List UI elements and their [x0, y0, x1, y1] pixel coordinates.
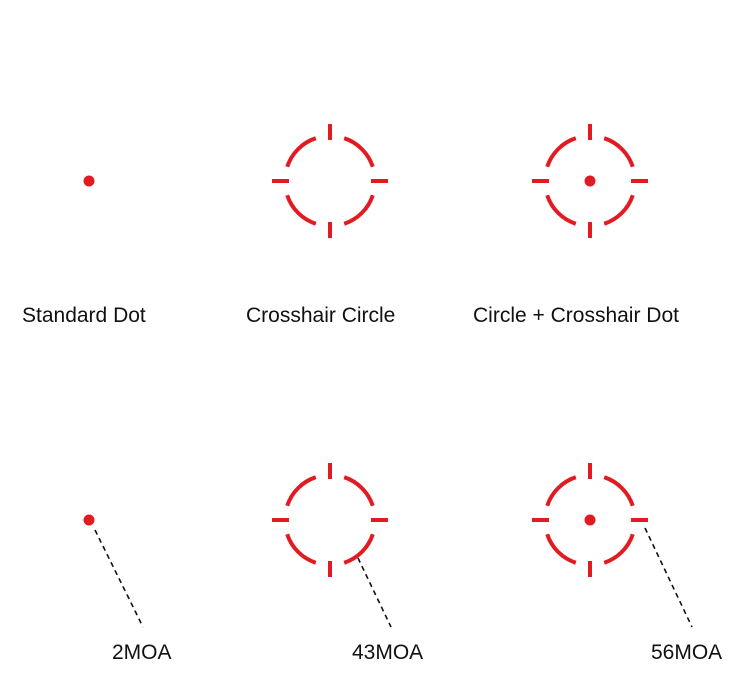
circle-arc-top-left: [285, 475, 317, 507]
crosshair-circle-icon: [272, 124, 388, 238]
circle-arc-top-right: [603, 136, 635, 168]
reticle-circle-crosshair-dot-top: [532, 124, 648, 238]
center-dot: [584, 514, 596, 526]
circle-arc-bottom-left: [545, 533, 577, 565]
moa-label-2moa: 2MOA: [112, 641, 172, 664]
moa-label-56moa: 56MOA: [651, 641, 723, 664]
circle-arc-bottom-left: [285, 533, 317, 565]
circle-arc-top-right: [343, 475, 375, 507]
moa-label-43moa: 43MOA: [352, 641, 424, 664]
leader-line-2moa: [94, 529, 144, 628]
center-dot: [584, 175, 596, 187]
circle-arc-top-left: [545, 136, 577, 168]
circle-arc-bottom-right: [603, 533, 635, 565]
circle-arc-top-right: [603, 475, 635, 507]
center-dot: [83, 514, 95, 526]
circle-arc-bottom-left: [545, 194, 577, 226]
circle-arc-top-right: [343, 136, 375, 168]
crosshair-circle-dot-icon: [532, 463, 648, 577]
circle-arc-bottom-right: [343, 533, 375, 565]
reticle-crosshair-circle-top: [272, 124, 388, 238]
circle-arc-bottom-left: [285, 194, 317, 226]
crosshair-circle-icon: [272, 463, 388, 577]
leader-line-56moa: [644, 527, 693, 628]
circle-arc-bottom-right: [343, 194, 375, 226]
reticle-circle-crosshair-dot-bottom: [532, 463, 648, 577]
label-standard-dot: Standard Dot: [22, 304, 146, 327]
center-dot: [83, 175, 95, 187]
circle-arc-top-left: [545, 475, 577, 507]
circle-arc-top-left: [285, 136, 317, 168]
reticle-standard-dot-top: [83, 175, 95, 187]
leader-line-43moa: [357, 557, 392, 628]
reticle-crosshair-circle-bottom: [272, 463, 388, 577]
circle-arc-bottom-right: [603, 194, 635, 226]
crosshair-circle-dot-icon: [532, 124, 648, 238]
label-circle-crosshair-dot: Circle + Crosshair Dot: [473, 304, 679, 327]
reticle-standard-dot-bottom: [83, 514, 95, 526]
label-crosshair-circle: Crosshair Circle: [246, 304, 396, 327]
